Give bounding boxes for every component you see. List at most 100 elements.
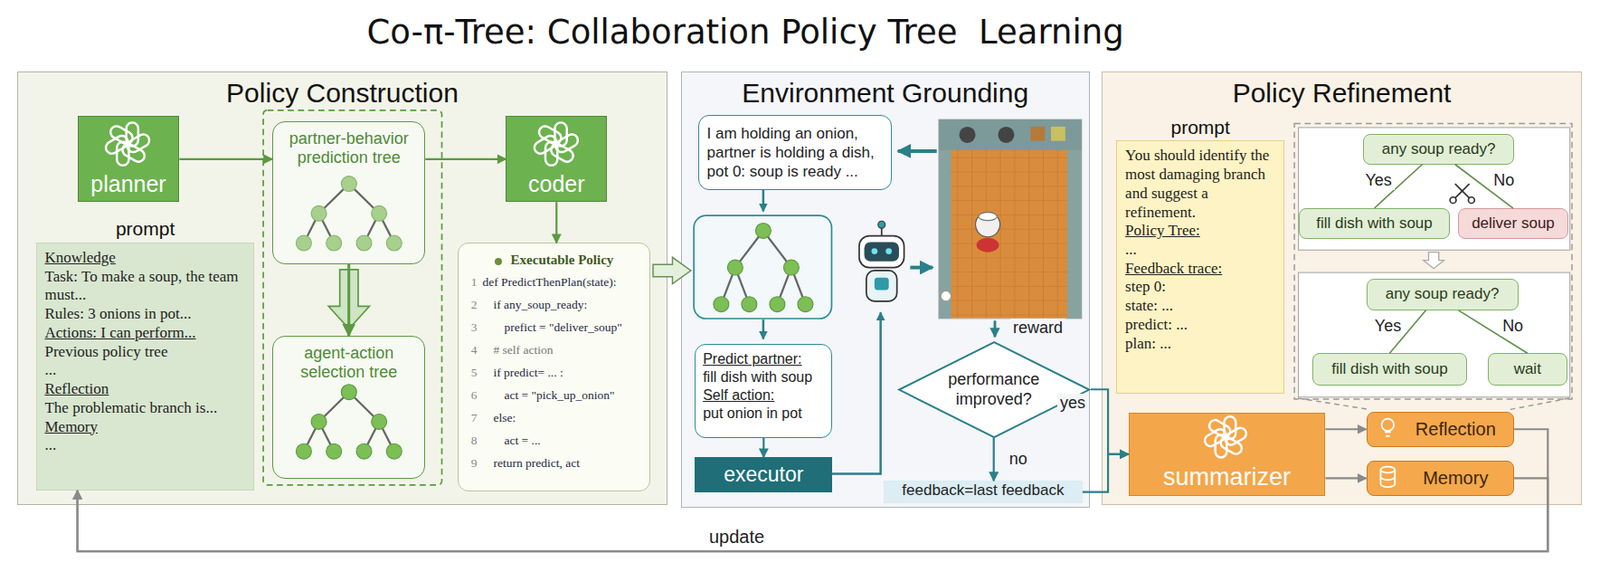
line-number: 1 xyxy=(463,270,477,294)
line-number: 7 xyxy=(463,406,477,429)
edge-label: No xyxy=(1499,316,1526,336)
scissors-icon xyxy=(1455,183,1470,199)
tree-icon xyxy=(735,230,764,268)
tree-icon xyxy=(378,421,395,452)
box-text: any soup ready? xyxy=(1385,284,1500,303)
tree-icon xyxy=(755,223,771,239)
tree-frames xyxy=(1298,272,1571,398)
panel: Policy ConstructionplannerpromptKnowledg… xyxy=(17,71,668,505)
panel-heading: Policy Refinement xyxy=(1102,72,1581,109)
diamond-outline xyxy=(897,340,1091,438)
block-arrow xyxy=(1423,252,1445,269)
tree-icon xyxy=(776,267,792,305)
box-text: agent-action selection tree xyxy=(278,343,419,381)
prompt-line: Previous policy tree xyxy=(44,342,246,362)
tree-icon xyxy=(326,443,342,459)
tree-icon xyxy=(713,223,814,313)
box-text: deliver soup xyxy=(1471,214,1555,233)
box-text: partner-behavior prediction tree xyxy=(278,129,419,167)
robot-icon xyxy=(885,247,892,255)
robot-icon xyxy=(866,270,898,302)
tree-node: any soup ready? xyxy=(1366,278,1519,311)
openai-logo xyxy=(1202,416,1249,457)
tree-icon xyxy=(319,213,335,244)
openai-logo xyxy=(126,122,139,146)
tree-icon xyxy=(326,235,342,251)
scissors-icon xyxy=(1467,197,1475,204)
dashed-leader xyxy=(1297,397,1370,409)
database-icon xyxy=(1380,476,1395,487)
connector xyxy=(1082,454,1129,493)
tree-icon xyxy=(371,413,388,429)
line-number: 2 xyxy=(463,293,477,316)
prompt-heading: prompt xyxy=(1116,114,1285,141)
prompt-line: ... xyxy=(44,360,246,380)
tree-icon xyxy=(295,443,312,459)
prompt-line: Actions: I can perform... xyxy=(44,323,246,343)
tree-icon xyxy=(319,391,350,422)
prompt-line: Memory xyxy=(44,417,246,437)
tree-box: partner-behavior prediction tree xyxy=(272,121,426,265)
line-number: 3 xyxy=(463,315,477,339)
tree-icon xyxy=(303,421,320,452)
llm-box: coder xyxy=(505,115,607,202)
game-screenshot xyxy=(1030,126,1045,142)
prediction-box: Predict partner:fill dish with soupSelf … xyxy=(694,343,833,438)
code-row: 8act = ... xyxy=(463,428,644,452)
tree-icon xyxy=(741,296,758,313)
tree-icon xyxy=(356,235,372,251)
box-text: fill dish with soup xyxy=(1315,214,1433,233)
tree-node: deliver soup xyxy=(1457,208,1569,239)
box-text: planner xyxy=(90,170,166,198)
connector xyxy=(425,158,506,161)
bullet-dot xyxy=(494,257,502,266)
connector xyxy=(1458,310,1528,353)
game-screenshot xyxy=(938,119,1082,319)
box-text: feedback=last feedback xyxy=(885,481,1081,500)
prompt-line: ... xyxy=(1125,240,1276,260)
box-text: fill dish with soup xyxy=(702,368,824,387)
tree-icon xyxy=(763,230,792,268)
connector xyxy=(1374,164,1423,209)
connector xyxy=(555,201,558,243)
line-number: 6 xyxy=(463,383,477,407)
tree-frames xyxy=(1295,123,1573,399)
tree-icon xyxy=(797,296,814,313)
prompt-line: Task: To make a soup, the team must... xyxy=(44,267,246,305)
lightbulb-icon xyxy=(1382,418,1395,436)
prompt-line: Knowledge xyxy=(44,248,246,268)
box-text: coder xyxy=(528,170,586,198)
llm-box: planner xyxy=(77,115,180,202)
openai-logo xyxy=(531,122,580,165)
group-outline xyxy=(263,110,442,485)
prompt-body: You should identify the most damaging br… xyxy=(1116,140,1285,394)
connector xyxy=(1325,476,1366,479)
tree-icon xyxy=(720,267,736,305)
policy-tree-box xyxy=(693,215,832,319)
line-number: 5 xyxy=(463,360,477,384)
prompt-line: Rules: 3 onions in pot... xyxy=(44,304,246,324)
code-line: prefict = "deliver_soup" xyxy=(503,315,622,339)
game-screenshot xyxy=(938,150,952,319)
lightbulb-icon xyxy=(1382,418,1395,432)
box-text: fill dish with soup xyxy=(1331,359,1449,379)
code-row: 3 prefict = "deliver_soup" xyxy=(463,315,644,339)
flow-arrow xyxy=(763,151,995,474)
line-number: 9 xyxy=(463,451,477,474)
tree-box: agent-action selection tree xyxy=(272,335,426,479)
openai-logo xyxy=(108,123,135,147)
code-row: 2if any_soup_ready: xyxy=(463,293,644,316)
panel-heading: Environment Grounding xyxy=(681,72,1089,109)
edge-label: No xyxy=(1490,170,1517,190)
openai-logo xyxy=(1215,435,1228,458)
code-row: 1def PredictThenPlan(state): xyxy=(463,270,644,294)
block-arrow xyxy=(328,269,370,329)
game-screenshot xyxy=(1067,150,1082,319)
diamond-outline xyxy=(899,341,1089,437)
openai-logo xyxy=(1222,425,1249,446)
game-screenshot xyxy=(997,126,1014,143)
tree-icon xyxy=(713,296,729,313)
openai-logo xyxy=(554,122,567,146)
openai-logo xyxy=(545,142,558,166)
